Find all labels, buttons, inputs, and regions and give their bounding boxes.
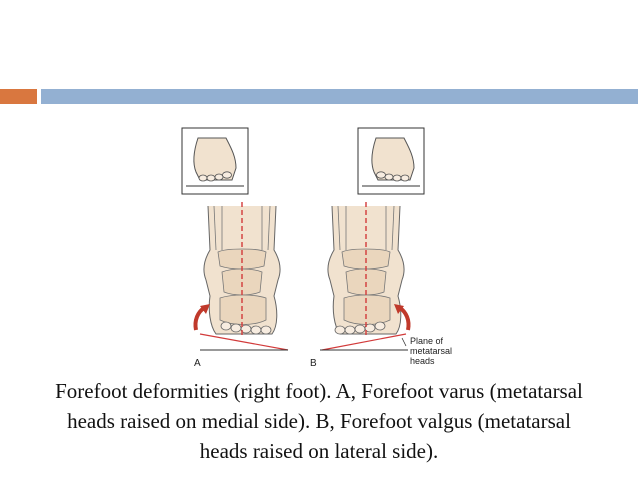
inset-b-front-view [357,127,425,195]
caption-line-1: Forefoot deformities (right foot). A, Fo… [55,379,583,403]
foot-a-posterior-view [193,202,289,351]
caption-line-3: heads raised on lateral side). [199,439,439,463]
figure-caption: Forefoot deformities (right foot). A, Fo… [0,376,638,466]
forefoot-deformity-illustration: A B Plane of metatarsal heads [170,120,480,370]
plane-label-line1: Plane of [410,336,444,346]
label-b: B [310,358,317,369]
inset-a-front-view [181,127,249,195]
plane-label-line2: metatarsal [410,346,452,356]
plane-label-line3: heads [410,356,435,366]
label-a: A [194,358,201,369]
caption-line-2: heads raised on medial side). B, Forefoo… [67,409,571,433]
title-bar-blue [41,89,638,104]
accent-bar-orange [0,89,37,104]
foot-b-posterior-view [320,202,411,351]
